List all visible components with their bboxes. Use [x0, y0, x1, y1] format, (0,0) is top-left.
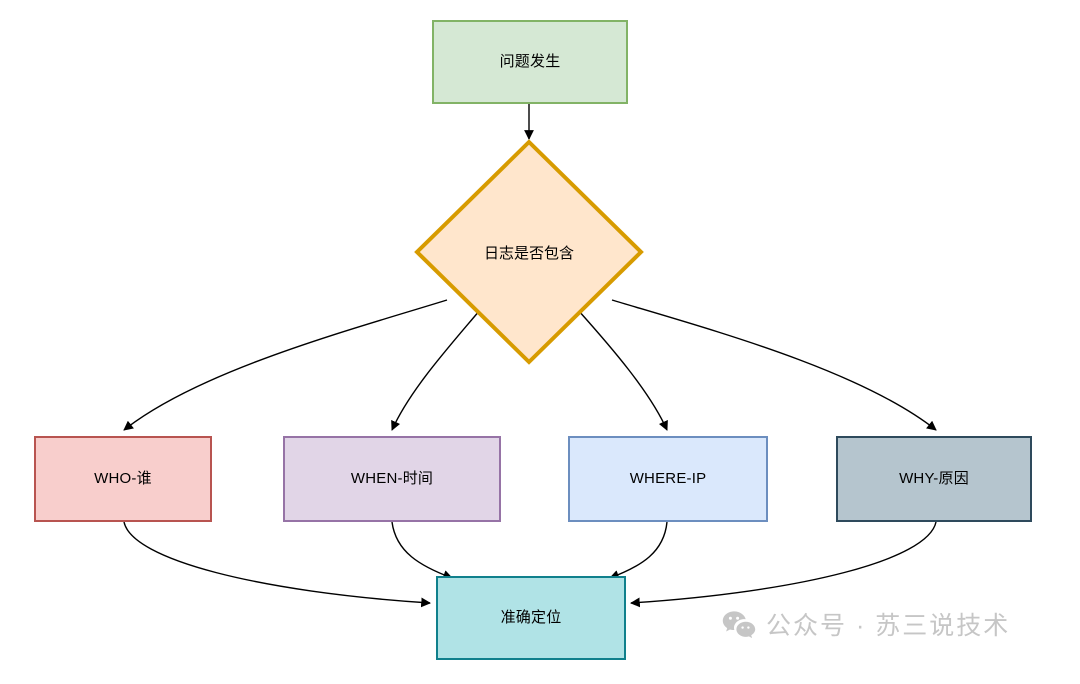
node-who-label: WHO-谁: [94, 470, 152, 487]
watermark: 公众号 · 苏三说技术: [722, 606, 1010, 642]
edge-decision-to-who: [123, 299, 448, 431]
node-when[interactable]: WHEN-时间: [283, 436, 501, 522]
diamond-shape: [414, 139, 644, 365]
node-where-label: WHERE-IP: [629, 470, 707, 487]
node-start[interactable]: 问题发生: [432, 20, 628, 104]
node-where[interactable]: WHERE-IP: [568, 436, 768, 522]
node-result[interactable]: 准确定位: [436, 576, 626, 660]
node-who[interactable]: WHO-谁: [34, 436, 212, 522]
watermark-text: 公众号 · 苏三说技术: [766, 612, 1011, 640]
node-decision-label: 日志是否包含: [483, 244, 574, 262]
edge-where-to-result: [609, 521, 668, 580]
node-why[interactable]: WHY-原因: [836, 436, 1032, 522]
node-result-label: 准确定位: [500, 609, 562, 626]
node-when-label: WHEN-时间: [350, 470, 434, 487]
edge-why-to-result: [630, 521, 937, 608]
node-decision[interactable]: 日志是否包含: [414, 139, 644, 365]
edge-when-to-result: [391, 521, 453, 580]
edge-who-to-result: [123, 521, 431, 608]
edge-decision-to-why: [611, 299, 937, 431]
node-why-label: WHY-原因: [899, 470, 969, 487]
wechat-icon: [722, 611, 756, 638]
node-start-label: 问题发生: [499, 53, 561, 70]
